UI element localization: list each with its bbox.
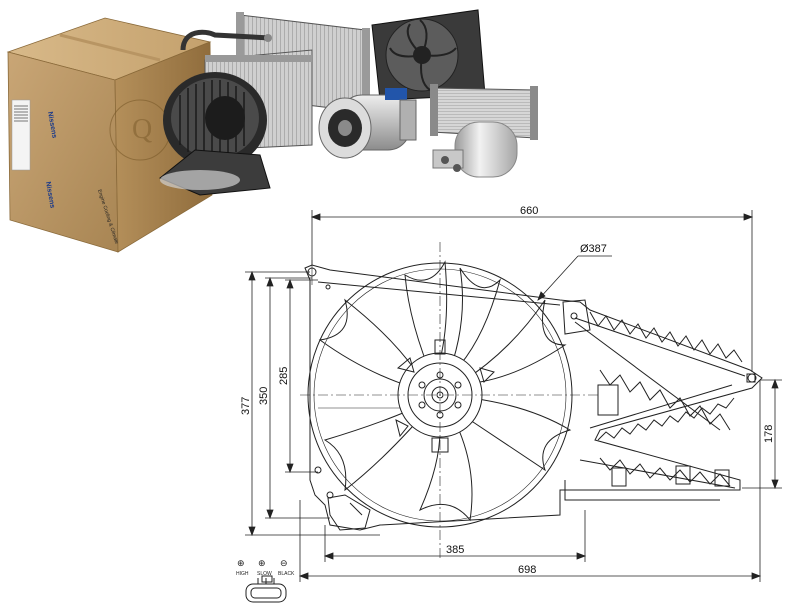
pin1-label: HIGH — [236, 571, 249, 577]
strut-lattice — [589, 311, 743, 487]
dim-width-top: 660 — [520, 205, 538, 217]
dim-fan-diameter: Ø387 — [580, 243, 607, 255]
connector-pinout: ⊕ ⊕ ⊖ HIGH SLOW BLACK — [236, 559, 295, 603]
fan-blades — [318, 260, 572, 522]
dim-bottom-outer: 698 — [518, 564, 536, 576]
dimension-labels: 660 Ø387 377 350 285 178 385 698 — [240, 205, 775, 576]
fan-shroud-image — [371, 9, 486, 101]
pin1-symbol: ⊕ — [237, 559, 245, 569]
box-brand: Nissens — [46, 111, 58, 139]
technical-drawing — [245, 210, 782, 582]
blower-motor-image — [159, 72, 271, 196]
dim-height-mid: 350 — [258, 387, 270, 405]
connector-plug — [245, 575, 287, 603]
svg-text:Q: Q — [132, 114, 152, 145]
dim-bottom-inner: 385 — [446, 544, 464, 556]
pin3-label: BLACK — [278, 571, 295, 577]
fan-shroud-outline — [304, 264, 763, 531]
compressor-image — [318, 88, 417, 159]
product-photo: Nissens Nissens Engine Cooling & Climate… — [6, 9, 538, 253]
heater-core-image — [430, 84, 538, 140]
pin3-symbol: ⊖ — [280, 559, 288, 569]
box-brand-side: Nissens — [44, 181, 56, 209]
connector-housing — [327, 494, 371, 531]
dim-height-outer: 377 — [240, 397, 252, 415]
pin2-label: SLOW — [257, 571, 272, 577]
dimension-lines — [245, 210, 782, 582]
receiver-dryer-image — [432, 121, 518, 178]
dim-right-height: 178 — [763, 425, 775, 443]
pin2-symbol: ⊕ — [258, 559, 266, 569]
dim-height-inner: 285 — [278, 367, 290, 385]
